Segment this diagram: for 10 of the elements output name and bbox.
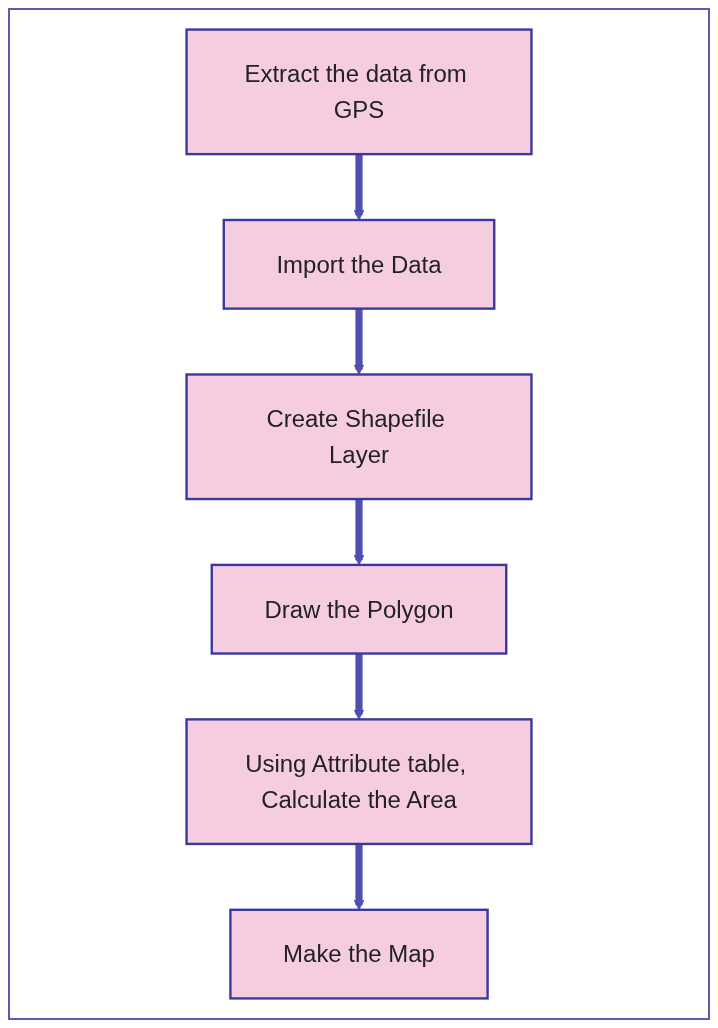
arrow bbox=[353, 308, 365, 375]
node-box: Extract the data from GPS bbox=[185, 28, 533, 156]
arrow bbox=[353, 154, 365, 221]
node-box: Draw the Polygon bbox=[210, 563, 508, 655]
node-box: Import the Data bbox=[222, 218, 496, 310]
node-box: Make the Map bbox=[229, 908, 489, 1000]
node-box: Using Attribute table, Calculate the Area bbox=[185, 718, 533, 846]
node-box: Create Shapefile Layer bbox=[185, 373, 533, 501]
arrow bbox=[353, 499, 365, 566]
arrow bbox=[353, 653, 365, 720]
